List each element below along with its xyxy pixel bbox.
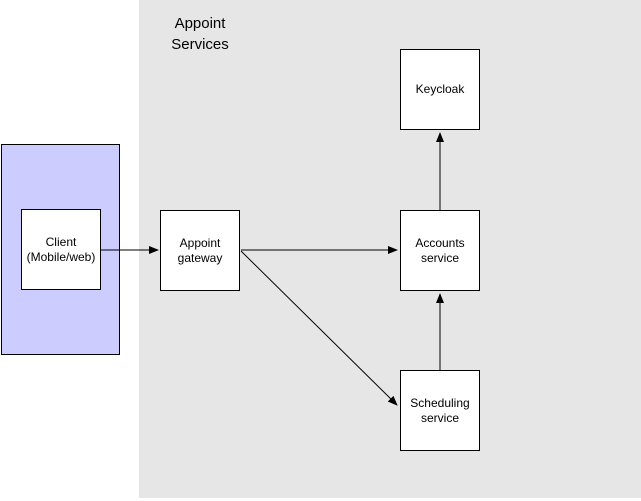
node-client[interactable]: Client (Mobile/web) <box>21 209 101 290</box>
node-client-label: Client (Mobile/web) <box>26 234 96 264</box>
node-appoint-gateway[interactable]: Appoint gateway <box>160 210 240 291</box>
node-scheduling-service-label: Scheduling service <box>410 395 470 425</box>
node-accounts-service[interactable]: Accounts service <box>400 210 480 291</box>
edge-gateway-to-scheduling[interactable] <box>240 250 398 406</box>
node-keycloak-label: Keycloak <box>415 82 465 96</box>
diagram-title: Appoint Services <box>171 15 229 53</box>
node-accounts-service-label: Accounts service <box>415 235 465 265</box>
node-appoint-gateway-label: Appoint gateway <box>177 235 223 265</box>
node-scheduling-service[interactable]: Scheduling service <box>400 370 480 451</box>
node-keycloak[interactable]: Keycloak <box>400 49 480 130</box>
